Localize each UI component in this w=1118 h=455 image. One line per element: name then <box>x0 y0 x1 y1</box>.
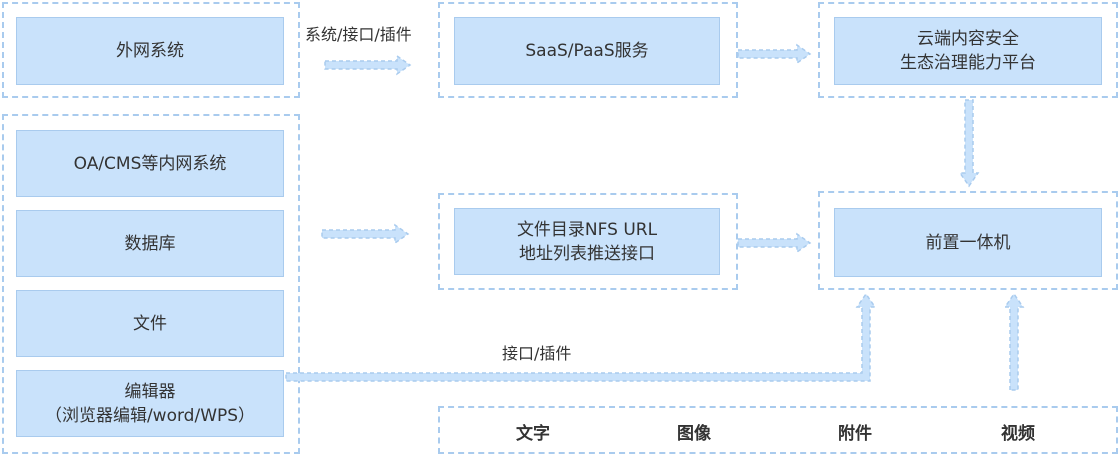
saas-label: SaaS/PaaS服务 <box>525 41 649 61</box>
external-system-box: 外网系统 <box>16 17 284 85</box>
file-label: 文件 <box>133 313 167 334</box>
content-types-frame <box>438 406 1118 454</box>
arrow-editor-to-front <box>285 292 877 382</box>
content-type-attachment: 附件 <box>838 424 872 444</box>
editor-box: 编辑器 （浏览器编辑/word/WPS） <box>16 370 284 437</box>
arrow-content-to-front <box>1003 292 1025 391</box>
editor-label: 编辑器 <box>124 381 176 402</box>
front-appliance-label: 前置一体机 <box>925 232 1011 253</box>
arrow-saas-to-cloud <box>737 43 812 65</box>
internal-system-label: OA/CMS等内网系统 <box>73 153 227 174</box>
content-type-image: 图像 <box>677 424 711 444</box>
file-box: 文件 <box>16 290 284 357</box>
external-system-label: 外网系统 <box>116 41 184 61</box>
content-type-video: 视频 <box>1001 424 1035 444</box>
edge-label-top: 系统/接口/插件 <box>305 25 412 44</box>
internal-system-box: OA/CMS等内网系统 <box>16 130 284 197</box>
cloud-platform-line2: 生态治理能力平台 <box>900 53 1036 73</box>
editor-sublabel: （浏览器编辑/word/WPS） <box>44 405 256 426</box>
nfs-interface-line1: 文件目录NFS URL <box>516 219 658 240</box>
nfs-interface-line2: 地址列表推送接口 <box>519 243 655 264</box>
content-type-text: 文字 <box>516 424 550 444</box>
database-box: 数据库 <box>16 210 284 277</box>
saas-box: SaaS/PaaS服务 <box>454 17 720 85</box>
arrow-internal-to-nfs <box>321 223 410 245</box>
edge-label-bottom: 接口/插件 <box>502 344 572 363</box>
arrow-cloud-to-front <box>958 99 980 188</box>
cloud-platform-line1: 云端内容安全 <box>917 29 1019 49</box>
nfs-interface-box: 文件目录NFS URL 地址列表推送接口 <box>454 208 720 275</box>
arrow-nfs-to-front <box>737 232 812 254</box>
database-label: 数据库 <box>124 233 176 254</box>
cloud-platform-box: 云端内容安全 生态治理能力平台 <box>834 17 1102 85</box>
front-appliance-box: 前置一体机 <box>834 208 1102 277</box>
arrow-external-to-saas <box>324 54 412 76</box>
